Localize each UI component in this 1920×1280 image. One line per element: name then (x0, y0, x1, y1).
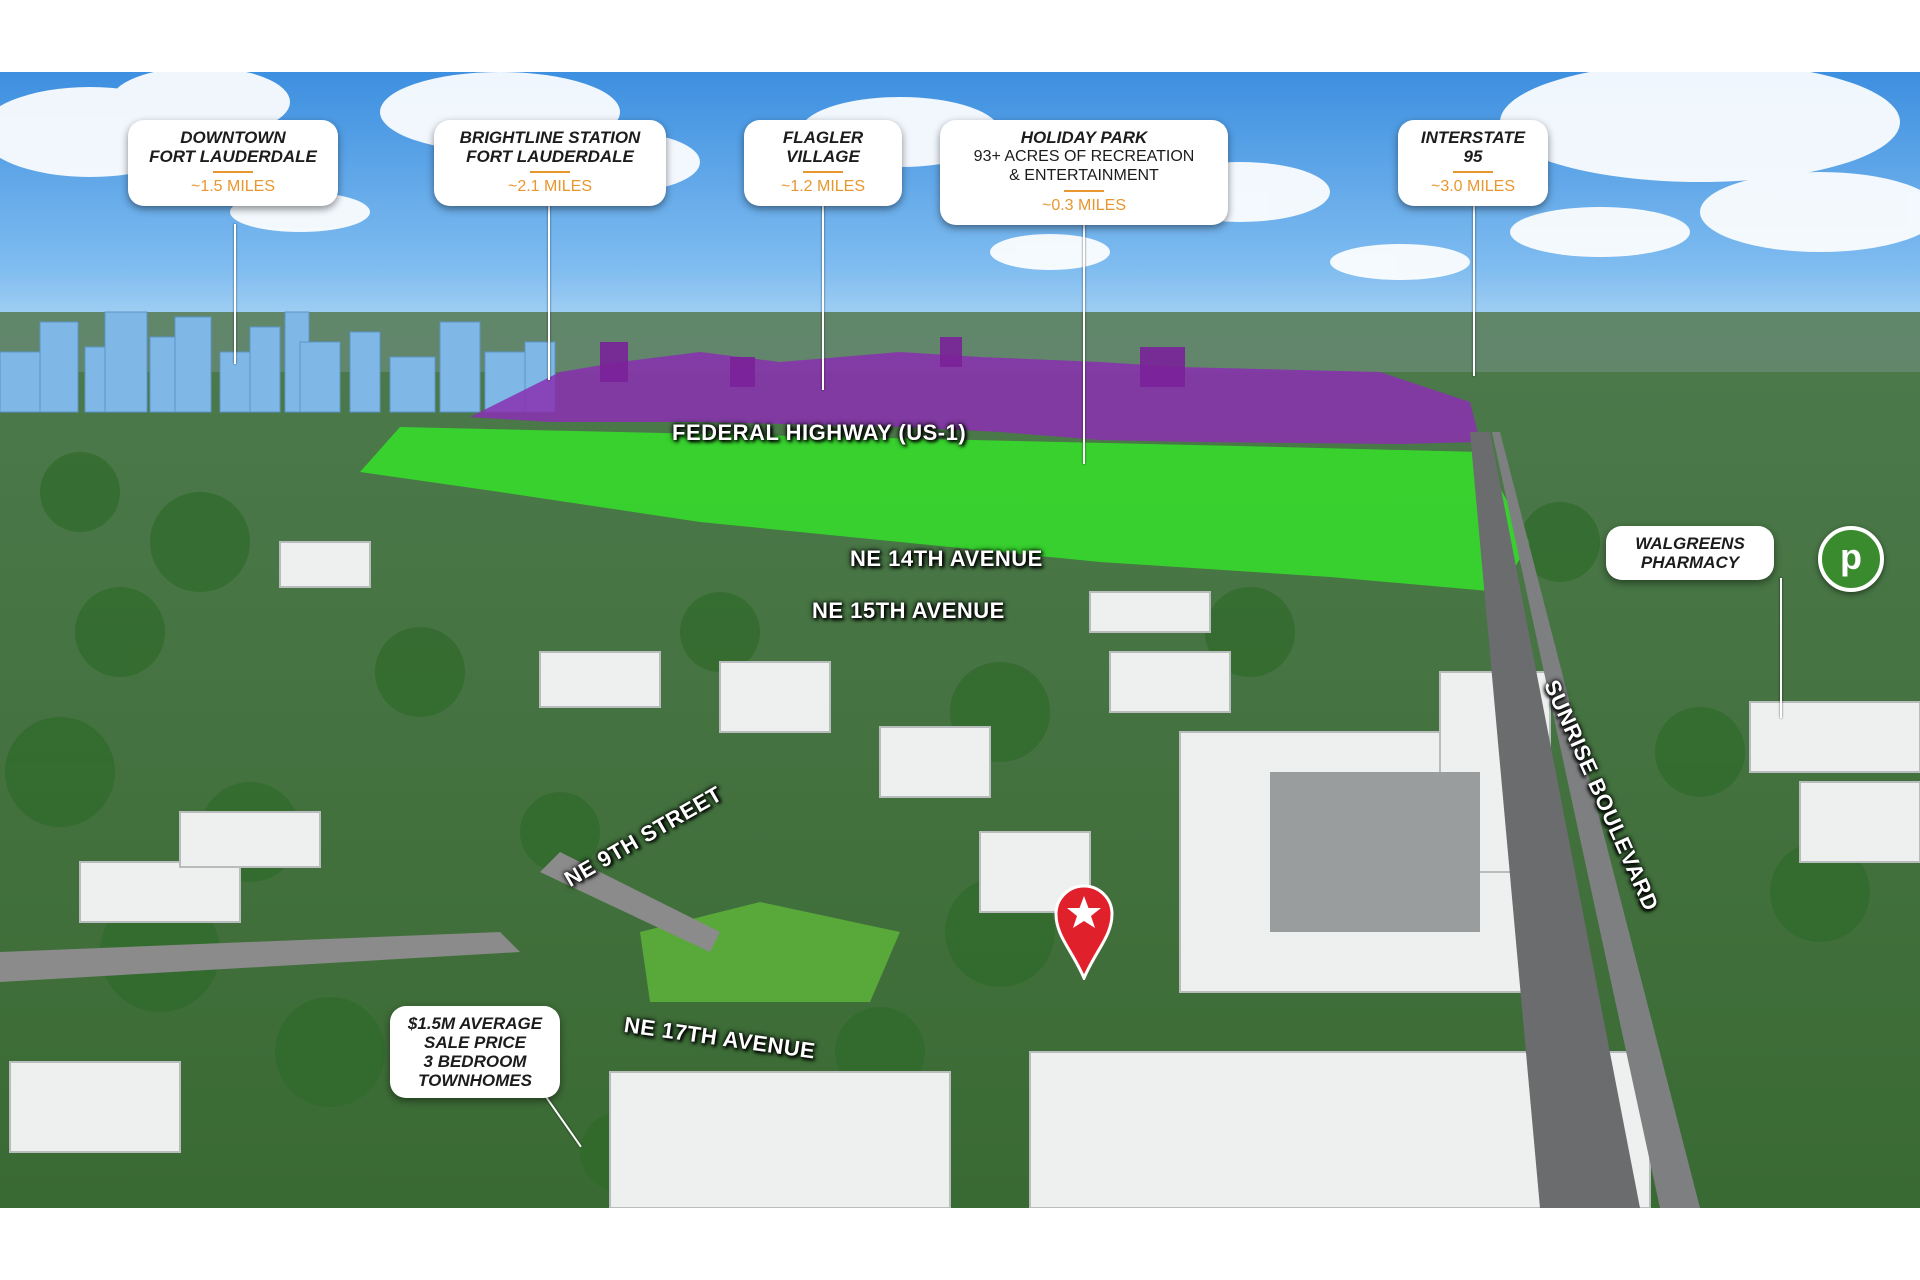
flagler-pointer-line (822, 200, 824, 390)
holiday-park-distance: ~0.3 MILES (1041, 197, 1127, 214)
interstate-distance: ~3.0 MILES (1430, 178, 1516, 195)
flagler-title: FLAGLER (782, 128, 864, 147)
interstate-subtitle: 95 (1463, 147, 1483, 166)
flagler-distance: ~1.2 MILES (780, 178, 866, 195)
flagler-label: FLAGLER VILLAGE ~1.2 MILES (744, 120, 902, 206)
street-label-ne-14th: NE 14TH AVENUE (850, 546, 1043, 571)
downtown-label: DOWNTOWN FORT LAUDERDALE ~1.5 MILES (128, 120, 338, 206)
brightline-subtitle: FORT LAUDERDALE (466, 147, 634, 166)
brightline-pointer-line (548, 200, 550, 380)
street-label-ne-15th: NE 15TH AVENUE (812, 598, 1005, 623)
holiday-park-label: HOLIDAY PARK 93+ ACRES OF RECREATION & E… (940, 120, 1228, 225)
townhomes-label: $1.5M AVERAGE SALE PRICE 3 BEDROOM TOWNH… (390, 1006, 560, 1098)
holiday-park-line3: & ENTERTAINMENT (1009, 167, 1159, 184)
flagler-rule (803, 171, 843, 173)
downtown-title: DOWNTOWN (180, 128, 286, 147)
downtown-subtitle: FORT LAUDERDALE (149, 147, 317, 166)
interstate-title: INTERSTATE (1420, 128, 1526, 147)
walgreens-title: WALGREENS (1635, 534, 1745, 553)
brightline-label: BRIGHTLINE STATION FORT LAUDERDALE ~2.1 … (434, 120, 666, 206)
publix-logo-icon: p (1818, 526, 1884, 592)
brightline-rule (530, 171, 570, 173)
walgreens-subtitle: PHARMACY (1640, 553, 1740, 572)
interstate-label: INTERSTATE 95 ~3.0 MILES (1398, 120, 1548, 206)
brightline-distance: ~2.1 MILES (507, 178, 593, 195)
interstate-pointer-line (1473, 200, 1475, 376)
downtown-rule (213, 171, 253, 173)
holiday-park-title: HOLIDAY PARK (1020, 128, 1148, 147)
location-pin-icon (1052, 880, 1116, 982)
publix-logo-letter: p (1840, 536, 1862, 577)
townhomes-line3: 3 BEDROOM (423, 1052, 527, 1071)
walgreens-label: WALGREENS PHARMACY (1606, 526, 1774, 580)
aerial-photo (0, 72, 1920, 1208)
townhomes-line2: SALE PRICE (423, 1033, 527, 1052)
brightline-title: BRIGHTLINE STATION (459, 128, 641, 147)
downtown-pointer-line (234, 224, 236, 364)
holiday-park-pointer-line (1083, 224, 1085, 464)
interstate-rule (1453, 171, 1493, 173)
flagler-subtitle: VILLAGE (786, 147, 860, 166)
holiday-park-rule (1064, 190, 1104, 192)
townhomes-line4: TOWNHOMES (418, 1071, 532, 1090)
walgreens-pointer-line (1780, 578, 1782, 718)
holiday-park-line2: 93+ ACRES OF RECREATION (973, 148, 1195, 165)
street-label-federal-highway: FEDERAL HIGHWAY (US-1) (672, 420, 967, 445)
downtown-distance: ~1.5 MILES (190, 178, 276, 195)
townhomes-line1: $1.5M AVERAGE (407, 1014, 543, 1033)
